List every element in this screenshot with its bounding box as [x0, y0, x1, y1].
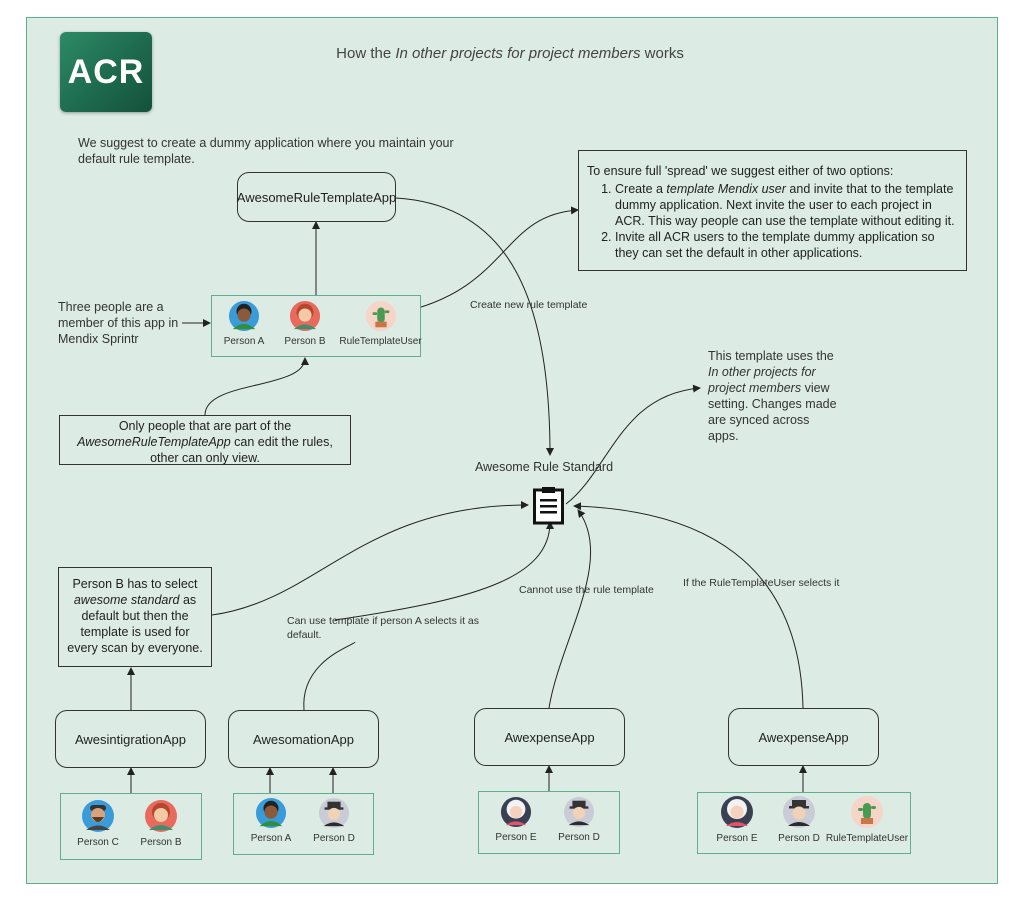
view-setting-note: This template uses the In other projects… [708, 349, 837, 443]
avatar-icon [318, 797, 350, 829]
avatar-icon [563, 796, 595, 828]
edge-awexpense-2 [573, 502, 804, 709]
acr-logo: ACR [60, 32, 152, 112]
spread-options-note: To ensure full 'spread' we suggest eithe… [578, 150, 967, 271]
member-person-d: Person D [299, 797, 369, 844]
avatar-icon [81, 799, 115, 833]
avatar-icon [500, 796, 532, 828]
template-app-box: AwesomeRuleTemplateApp [237, 172, 396, 222]
if-user-label: If the RuleTemplateUser selects it [683, 577, 840, 589]
avatar-icon [144, 799, 178, 833]
can-use-label: Can use template if person A selects it … [287, 615, 480, 641]
app-box-awexpense-2: AwexpenseApp [728, 708, 879, 766]
edit-permission-note: Only people that are part of the Awesome… [59, 415, 351, 465]
create-template-label: Create new rule template [470, 299, 588, 311]
member-rule-template-user: RuleTemplateUser [338, 300, 423, 347]
member-group-1: Person C Person B [60, 793, 202, 860]
member-person-b: Person B [270, 300, 340, 347]
avatar-icon [720, 795, 754, 829]
app-box-awesomation: AwesomationApp [228, 710, 379, 768]
edge-awesomation-2 [334, 521, 554, 621]
edge-awexpense-1 [548, 509, 592, 709]
three-people-note: Three people are a member of this app in… [58, 300, 179, 346]
diagram-title: How the In other projects for project me… [336, 45, 684, 62]
member-person-a: Person A [236, 797, 306, 844]
avatar-icon [289, 300, 321, 332]
member-person-c: Person C [63, 799, 133, 848]
app-box-awesintigration: AwesintigrationApp [55, 710, 206, 768]
member-person-d: Person D [544, 796, 614, 843]
top-member-group: Person A Person B RuleTemplateUser [209, 295, 423, 357]
rule-standard-label: Awesome Rule Standard [475, 460, 614, 474]
clipboard-icon [533, 487, 564, 525]
member-person-b: Person B [126, 799, 196, 848]
person-b-note: Person B has to select awesome standard … [58, 567, 212, 667]
cactus-icon [365, 300, 397, 332]
cactus-icon [850, 795, 884, 829]
avatar-icon [255, 797, 287, 829]
app-box-awexpense: AwexpenseApp [474, 708, 625, 766]
edge-create [395, 197, 554, 456]
member-group-3: Person E Person D [478, 791, 620, 854]
edge-personb [211, 501, 529, 616]
edge-awesomation [303, 641, 356, 711]
member-person-a: Person A [209, 300, 279, 347]
edge-view-setting [565, 384, 701, 505]
intro-text: We suggest to create a dummy application… [78, 136, 454, 166]
avatar-icon [228, 300, 260, 332]
member-group-4: Person E Person D RuleTemplateUser [697, 792, 911, 854]
cannot-use-label: Cannot use the rule template [519, 584, 654, 596]
member-group-2: Person A Person D [233, 793, 374, 855]
avatar-icon [782, 795, 816, 829]
edge-only-note [204, 357, 309, 416]
member-person-e: Person E [702, 795, 772, 844]
member-person-e: Person E [481, 796, 551, 843]
member-person-d: Person D [764, 795, 834, 844]
edge-spread [397, 206, 579, 314]
member-rule-template-user: RuleTemplateUser [824, 795, 910, 844]
